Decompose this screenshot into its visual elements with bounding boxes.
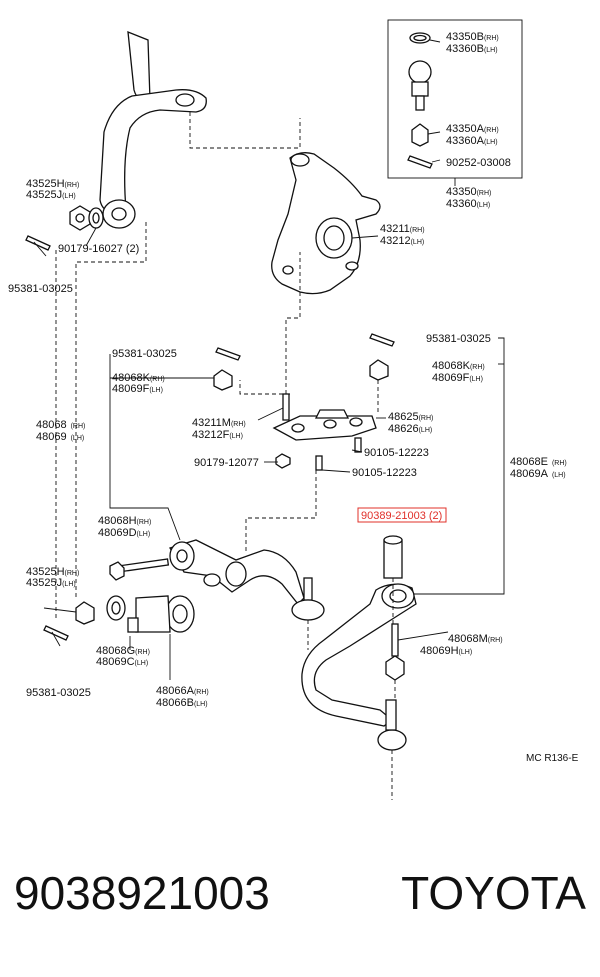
- control-arm-drawing: [169, 539, 305, 605]
- parts-diagram: 43350B(RH) 43360B(LH) 43350A(RH) 43360A(…: [8, 19, 579, 800]
- label-43350: 43350(RH): [446, 186, 491, 198]
- label-43525J-bot: 43525J(LH): [26, 577, 76, 589]
- label-48068G: 48068G(RH): [96, 645, 150, 657]
- label-90389-21003: 90389-21003 (2): [361, 510, 442, 522]
- label-48069A: 48069A(LH): [510, 468, 566, 480]
- label-43350A: 43350A(RH): [446, 123, 499, 135]
- part-number-title: 9038921003: [14, 867, 270, 919]
- label-43212: 43212(LH): [380, 235, 424, 247]
- bolt-90105-drawing: [315, 437, 362, 471]
- label-48069C: 48069C(LH): [96, 656, 148, 668]
- stud-48068m-drawing: [385, 623, 405, 681]
- label-43360B: 43360B(LH): [446, 43, 498, 55]
- label-48068K-mid: 48068K(RH): [112, 372, 165, 384]
- label-48069D: 48069D(LH): [98, 527, 150, 539]
- nut-90179-12077-drawing: [275, 453, 291, 469]
- bushing-90389-drawing: [383, 535, 403, 579]
- label-48069F-mid: 48069F(LH): [112, 383, 163, 395]
- cotter-pin-top-drawing: [25, 235, 51, 251]
- label-43350B: 43350B(RH): [446, 31, 499, 43]
- label-48625: 48625(RH): [388, 411, 433, 423]
- label-43360: 43360(LH): [446, 198, 490, 210]
- label-48068H: 48068H(RH): [98, 515, 151, 527]
- steering-knuckle-drawing: [271, 152, 381, 295]
- label-90252-03008: 90252-03008: [446, 157, 511, 169]
- label-48066B: 48066B(LH): [156, 697, 208, 709]
- nut-43525-top-drawing: [69, 205, 104, 231]
- label-43525H-top: 43525H(RH): [26, 178, 79, 190]
- nut-48068k-right-drawing: [369, 359, 389, 381]
- label-90105-b: 90105-12223: [352, 467, 417, 479]
- label-48068E: 48068E(RH): [510, 456, 567, 468]
- label-48069F-right: 48069F(LH): [432, 372, 483, 384]
- idler-arm-drawing: [301, 583, 417, 751]
- label-48626: 48626(LH): [388, 423, 432, 435]
- leader-lines: [33, 39, 505, 800]
- label-95381-bot: 95381-03025: [26, 687, 91, 699]
- label-90105-a: 90105-12223: [364, 447, 429, 459]
- cotter-pin-right-drawing: [369, 333, 395, 347]
- label-90179-12077: 90179-12077: [194, 457, 259, 469]
- label-43212F: 43212F(LH): [192, 429, 243, 441]
- bushing-48066a-drawing: [106, 595, 195, 633]
- bolt-43525h-drawing: [109, 558, 170, 581]
- bolt-43211m-drawing: [282, 393, 290, 421]
- brand-name: TOYOTA: [401, 867, 586, 919]
- label-48066A: 48066A(RH): [156, 685, 209, 697]
- highlight-box: [357, 507, 447, 523]
- nut-48068k-mid-drawing: [213, 369, 233, 391]
- label-95381-mid: 95381-03025: [112, 348, 177, 360]
- footer: 9038921003 TOYOTA: [0, 866, 600, 946]
- stabilizer-bar-drawing: [99, 30, 207, 229]
- part-labels: 43350B(RH) 43360B(LH) 43350A(RH) 43360A(…: [8, 31, 579, 764]
- label-43360A: 43360A(LH): [446, 135, 498, 147]
- label-43525J-top: 43525J(LH): [26, 189, 76, 201]
- ball-joint-box: [387, 19, 523, 186]
- label-48068: 48068(RH): [36, 419, 85, 431]
- label-43211M: 43211M(RH): [192, 417, 246, 429]
- diagram-code: MC R136-E: [526, 753, 579, 764]
- label-95381-right: 95381-03025: [426, 333, 491, 345]
- label-48068M: 48068M(RH): [448, 633, 503, 645]
- label-48068K-right: 48068K(RH): [432, 360, 485, 372]
- label-43525H-bot: 43525H(RH): [26, 566, 79, 578]
- label-95381-top: 95381-03025: [8, 283, 73, 295]
- bracket-48625-drawing: [272, 409, 377, 441]
- label-43211: 43211(RH): [380, 223, 425, 235]
- nut-43525-bot-drawing: [75, 601, 95, 625]
- label-48069H: 48069H(LH): [420, 645, 472, 657]
- label-90179-16027: 90179-16027 (2): [58, 243, 139, 255]
- cotter-pin-mid-drawing: [215, 347, 241, 361]
- cotter-pin-bot-drawing: [43, 625, 69, 641]
- label-48069: 48069(LH): [36, 431, 84, 443]
